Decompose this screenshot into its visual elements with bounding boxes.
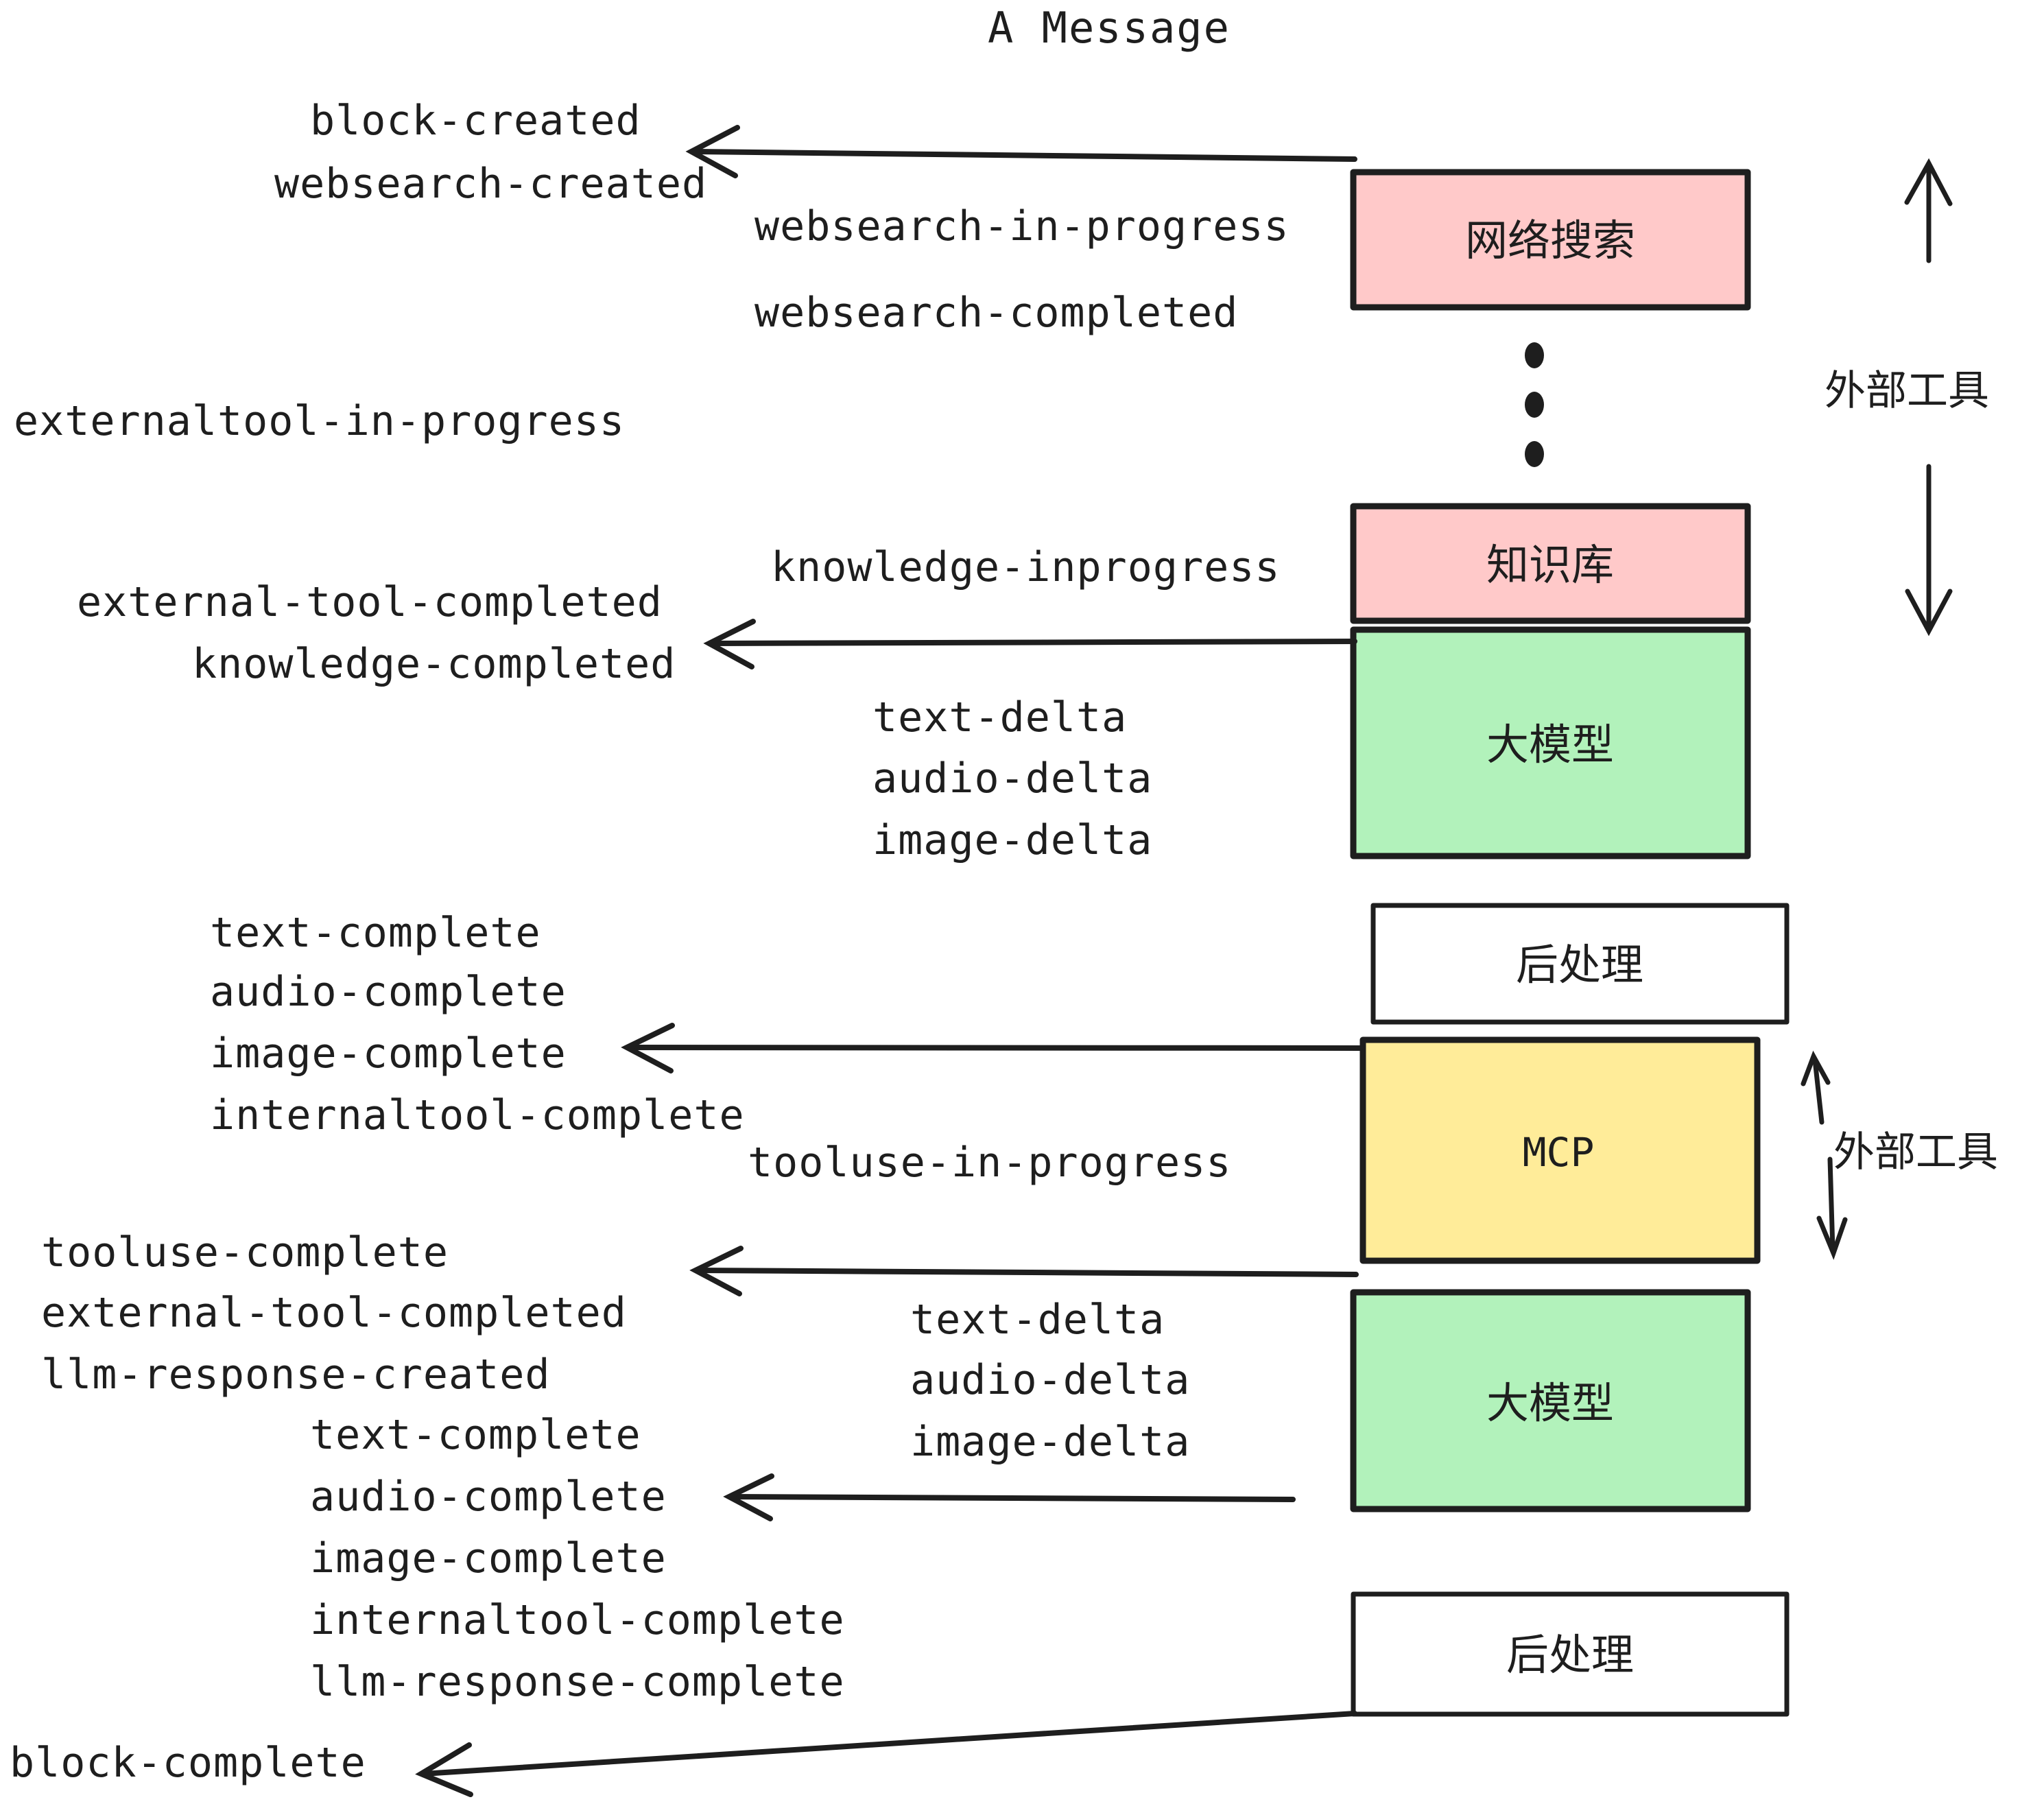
- ellipsis-dot: [1525, 441, 1544, 467]
- node-mcp-label: MCP: [1523, 1129, 1595, 1176]
- event-text-complete-2: text-complete: [310, 1411, 641, 1459]
- event-internaltool-complete-2: internaltool-complete: [310, 1596, 845, 1644]
- node-post-2-rect: [1351, 1591, 1790, 1717]
- event-externaltool-in-progress: externaltool-in-progress: [14, 397, 625, 445]
- event-websearch-in-progress: websearch-in-progress: [754, 202, 1290, 250]
- event-external-tool-completed-2: external-tool-completed: [41, 1289, 627, 1337]
- event-knowledge-inprogress: knowledge-inprogress: [771, 543, 1280, 591]
- node-llm-2-label: 大模型: [1486, 1378, 1614, 1428]
- external-tools-bottom-label: 外部工具: [1833, 1128, 1998, 1176]
- arrow-block-created: [685, 125, 1357, 178]
- node-llm-1-label: 大模型: [1486, 720, 1614, 770]
- node-post-2-label: 后处理: [1506, 1630, 1634, 1680]
- event-tooluse-in-progress: tooluse-in-progress: [748, 1139, 1231, 1187]
- arrow-block-complete: [415, 1711, 1357, 1797]
- node-websearch-rect: [1350, 169, 1751, 311]
- external-tools-bottom-group: 外部工具: [1801, 1050, 1998, 1260]
- node-post-2[interactable]: 后处理: [1351, 1591, 1790, 1717]
- external-tools-top-label: 外部工具: [1825, 367, 1989, 415]
- ellipsis-vertical: [1525, 342, 1544, 467]
- event-image-delta-1: image-delta: [872, 816, 1152, 864]
- node-post-1-rect: [1370, 903, 1790, 1025]
- page-title: A Message: [988, 3, 1231, 53]
- external-tools-top-group: 外部工具: [1825, 158, 1989, 637]
- event-internaltool-complete-1: internaltool-complete: [210, 1091, 745, 1139]
- node-knowledge[interactable]: 知识库: [1350, 503, 1751, 624]
- event-text-complete-1: text-complete: [210, 909, 541, 957]
- node-llm-2[interactable]: 大模型: [1350, 1289, 1751, 1512]
- event-external-tool-completed-1: external-tool-completed: [77, 578, 663, 626]
- event-audio-delta-1: audio-delta: [872, 755, 1152, 803]
- node-llm-1[interactable]: 大模型: [1350, 626, 1751, 859]
- event-tooluse-complete: tooluse-complete: [41, 1229, 449, 1277]
- event-audio-delta-2: audio-delta: [910, 1356, 1190, 1404]
- node-knowledge-label: 知识库: [1486, 540, 1614, 590]
- node-llm-2-rect: [1350, 1289, 1751, 1512]
- event-block-created: block-created: [310, 97, 641, 145]
- arrow-external-tools-down-bottom: [1816, 1156, 1848, 1260]
- arrow-knowledge-completed: [703, 619, 1357, 669]
- event-block-complete: block-complete: [10, 1739, 366, 1787]
- arrow-external-tools-up-top: [1904, 158, 1953, 263]
- event-text-delta-2: text-delta: [910, 1296, 1165, 1344]
- event-image-complete-1: image-complete: [210, 1030, 567, 1078]
- node-post-1[interactable]: 后处理: [1370, 903, 1790, 1025]
- arrow-audio-complete: [723, 1473, 1296, 1521]
- node-llm-1-rect: [1350, 626, 1751, 859]
- arrow-tooluse-complete: [689, 1246, 1359, 1296]
- event-audio-complete-2: audio-complete: [310, 1473, 667, 1521]
- arrow-external-tools-down-top: [1905, 464, 1953, 637]
- node-websearch[interactable]: 网络搜索: [1350, 169, 1751, 311]
- event-llm-response-created: llm-response-created: [41, 1351, 550, 1399]
- node-post-1-label: 后处理: [1516, 940, 1643, 990]
- event-audio-complete-1: audio-complete: [210, 968, 567, 1016]
- node-websearch-label: 网络搜索: [1465, 215, 1635, 265]
- event-knowledge-completed: knowledge-completed: [192, 640, 676, 688]
- node-knowledge-rect: [1350, 503, 1751, 624]
- arrow-external-tools-up-bottom: [1801, 1050, 1831, 1125]
- event-llm-response-complete: llm-response-complete: [310, 1658, 845, 1706]
- ellipsis-dot: [1525, 392, 1544, 418]
- event-text-delta-1: text-delta: [872, 693, 1127, 741]
- event-websearch-created: websearch-created: [274, 160, 707, 208]
- event-image-delta-2: image-delta: [910, 1418, 1190, 1466]
- node-mcp-rect: [1359, 1036, 1761, 1264]
- event-image-complete-2: image-complete: [310, 1534, 667, 1582]
- node-mcp[interactable]: MCP: [1359, 1036, 1761, 1264]
- ellipsis-dot: [1525, 342, 1544, 368]
- arrow-image-complete: [621, 1023, 1363, 1073]
- event-websearch-completed: websearch-completed: [754, 289, 1238, 337]
